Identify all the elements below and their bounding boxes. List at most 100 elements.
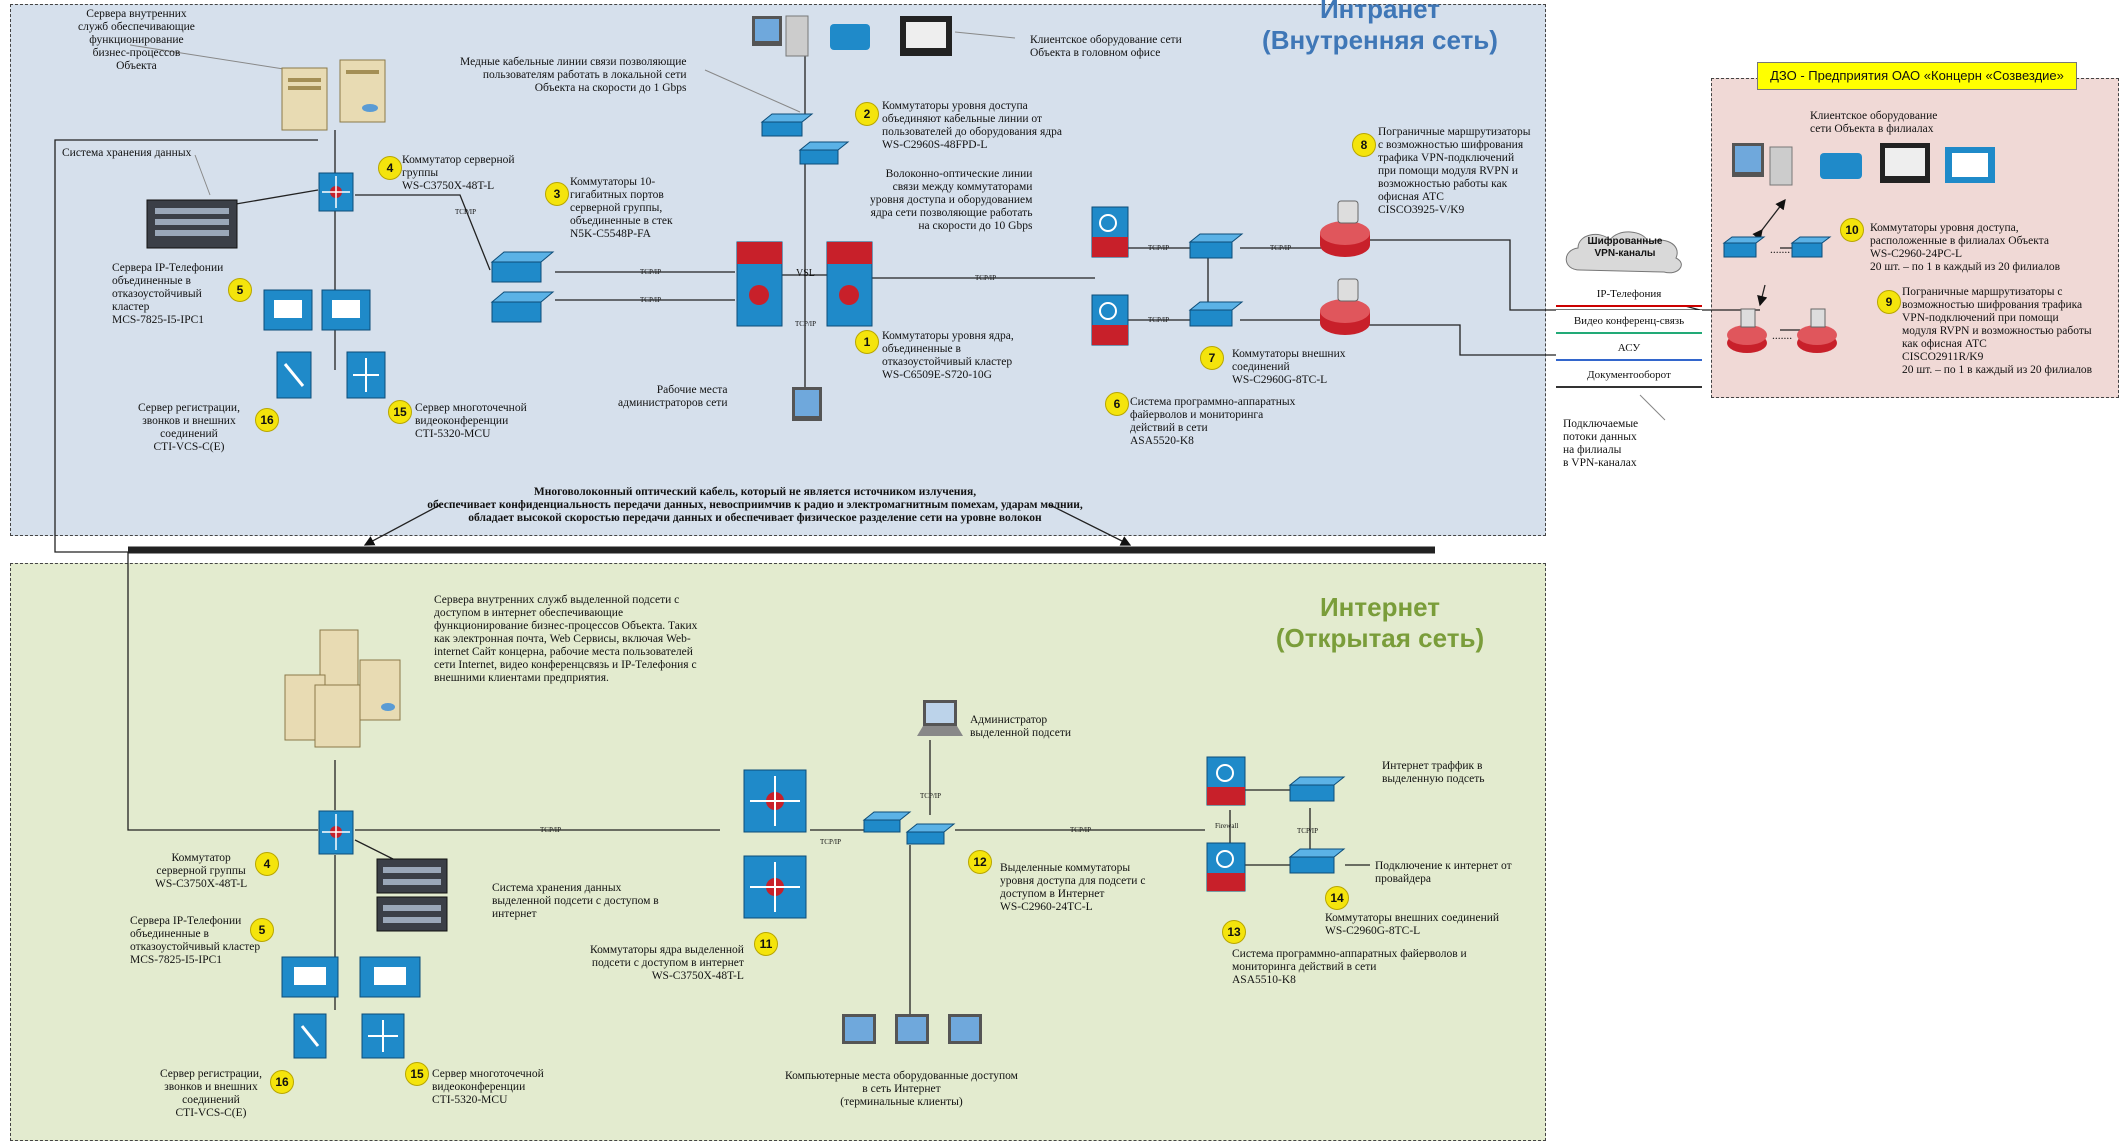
badge-5: 5 [250, 918, 274, 942]
inet-label-server-switch: Коммутатор серверной группы WS-C3750X-48… [155, 852, 248, 890]
inet-label-admin: Администратор выделенной подсети [970, 714, 1071, 739]
mcu-server-icon [346, 351, 386, 399]
branch-arrows-a [1752, 198, 1786, 241]
link-tag-tcpip: TCP/IP [920, 792, 942, 800]
fiber-arrow-left [363, 504, 441, 546]
inet-label-firewalls: Система программно-аппаратных файерволов… [1232, 948, 1467, 986]
link-tag-tcpip: TCP/IP [1070, 826, 1092, 834]
link-tag-vsl: VSL [796, 268, 815, 279]
label-copper: Медные кабельные линии связи позволяющие… [460, 56, 687, 94]
inet-access-switch-icon [862, 811, 956, 845]
leader-storage [194, 154, 211, 196]
label-switches-10g: Коммутаторы 10- гигабитных портов сервер… [570, 176, 673, 240]
label-border-routers: Пограничные маршрутизаторы с возможность… [1378, 126, 1531, 216]
vpn-channel-docs: Документооборот [1556, 364, 1702, 388]
label-registration-server: Сервер регистрации, звонков и внешних со… [138, 402, 240, 453]
inet-ip-phone-server-icon [281, 956, 421, 998]
vpn-channel-asu: АСУ [1556, 337, 1702, 361]
label-access-switches: Коммутаторы уровня доступа объединяют ка… [882, 100, 1062, 151]
branch-label-client-equipment: Клиентское оборудование сети Объекта в ф… [1810, 110, 1938, 135]
vpn-router-icon [1320, 200, 1370, 335]
inet-registration-server-icon [293, 1013, 327, 1059]
leader-streams [1639, 394, 1666, 421]
inet-label-internet-traffic: Интернет траффик в выделенную подсеть [1382, 760, 1485, 785]
inet-external-switch-icon [1288, 776, 1346, 874]
inet-label-core-switches: Коммутаторы ядра выделенной подсети с до… [590, 944, 744, 982]
badge-2: 2 [855, 102, 879, 126]
label-storage: Система хранения данных [62, 147, 192, 159]
link-tag-tcpip: TCP/IP [820, 838, 842, 846]
inet-server-icon [284, 629, 401, 748]
badge-8: 8 [1352, 133, 1376, 157]
label-firewalls: Система программно-аппаратных файерволов… [1130, 396, 1296, 447]
badge-5: 5 [228, 278, 252, 302]
label-servers-internal: Сервера внутренних служб обеспечивающие … [78, 8, 195, 72]
badge-10: 10 [1840, 218, 1864, 242]
intranet-title: Интранет (Внутренняя сеть) [1262, 0, 1498, 55]
branch-label-routers: Пограничные маршрутизаторы с возможность… [1902, 286, 2093, 376]
badge-4: 4 [255, 852, 279, 876]
link-tag-tcpip: TCP/IP [1297, 827, 1319, 835]
badge-16: 16 [255, 408, 279, 432]
badge-11: 11 [754, 932, 778, 956]
branch-ellipsis-a: ....... [1770, 244, 1791, 256]
link-tag-tcpip: TCP/IP [455, 208, 477, 216]
label-ip-phone-servers: Сервера IP-Телефонии объединенные в отка… [112, 262, 224, 326]
storage-array-icon [146, 199, 238, 249]
inet-core-switch-icon [743, 769, 807, 919]
label-fiber-lines: Волоконно-оптические линии связи между к… [870, 168, 1033, 232]
badge-3: 3 [545, 182, 569, 206]
branch-arrows-b [1757, 284, 1768, 307]
vpn-channel-video: Видео конференц-связь [1556, 310, 1702, 334]
terminal-clients-icon [842, 1014, 982, 1044]
label-external-switches: Коммутаторы внешних соединений WS-C2960G… [1232, 348, 1346, 386]
inet-multilayer-switch-icon [318, 810, 354, 855]
leader-copper [704, 69, 801, 113]
leader-client [954, 31, 1016, 39]
inet-mcu-server-icon [361, 1013, 405, 1059]
link-tag-tcpip: TCP/IP [540, 826, 562, 834]
branch-switch-icon [1722, 236, 1832, 258]
external-switch-icon [1188, 233, 1244, 327]
admin-workstation-icon [792, 387, 822, 421]
badge-13: 13 [1222, 920, 1246, 944]
link-tag-tcpip: TCP/IP [640, 296, 662, 304]
inet-label-provider: Подключение к интернет от провайдера [1375, 860, 1512, 885]
server-tower-icon [281, 59, 386, 131]
core-switch-icon [736, 241, 873, 327]
inet-label-servers: Сервера внутренних служб выделенной подс… [434, 594, 698, 684]
inet-label-ip-phone-servers: Сервера IP-Телефонии объединенные в отка… [130, 915, 261, 966]
internet-title: Интернет (Открытая сеть) [1275, 592, 1485, 653]
inet-switch-storage [354, 839, 396, 861]
label-client-equipment: Клиентское оборудование сети Объекта в г… [1030, 34, 1182, 59]
badge-16: 16 [270, 1070, 294, 1094]
registration-server-icon [276, 351, 312, 399]
multilayer-switch-icon [318, 172, 354, 212]
inet-label-external-switches: Коммутаторы внешних соединений WS-C2960G… [1325, 912, 1500, 937]
badge-12: 12 [968, 850, 992, 874]
branch-router-icon [1727, 308, 1837, 353]
badge-7: 7 [1200, 346, 1224, 370]
link-tag-tcpip: TCP/IP [1270, 244, 1292, 252]
label-core-switches: Коммутаторы уровня ядра, объединенные в … [882, 330, 1014, 381]
fiber-arrow-right [1049, 504, 1132, 546]
inet-storage-icon [376, 858, 448, 932]
vpn-streams-note: Подключаемые потоки данных на филиалы в … [1563, 418, 1639, 469]
link-tag-tcpip: TCP/IP [1148, 316, 1170, 324]
inet-label-storage: Система хранения данных выделенной подсе… [492, 882, 659, 920]
link-tag-tcpip: TCP/IP [1148, 244, 1170, 252]
vpn-cloud-label: Шифрованные VPN-каналы [1587, 236, 1663, 259]
link-storage-switch [229, 189, 319, 206]
label-admin-workplaces: Рабочие места администраторов сети [618, 384, 728, 409]
branch-header: ДЗО - Предприятия ОАО «Концерн «Созвезди… [1757, 62, 2077, 90]
branch-client-equipment-icon [1732, 143, 1995, 186]
badge-1: 1 [855, 330, 879, 354]
badge-4: 4 [378, 156, 402, 180]
branch-label-access-switches: Коммутаторы уровня доступа, расположенны… [1870, 222, 2061, 273]
leader-servers [129, 44, 291, 71]
vpn-channel-ip-phone: IP-Телефония [1556, 283, 1702, 307]
link-tag-tcpip: TCP/IP [640, 268, 662, 276]
badge-15: 15 [405, 1062, 429, 1086]
laptop-icon [917, 700, 963, 736]
